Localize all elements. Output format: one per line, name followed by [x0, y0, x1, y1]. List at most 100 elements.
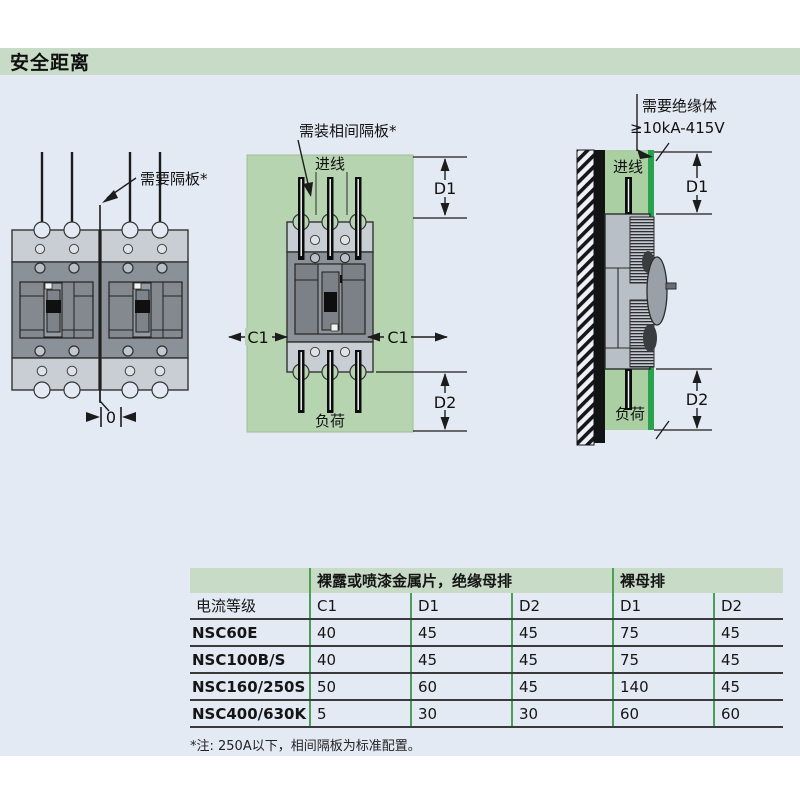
arrowhead-right — [275, 332, 288, 342]
line-side-busbars — [298, 177, 362, 260]
breaker-side-view — [604, 213, 677, 370]
breaker-front-left — [11, 221, 100, 399]
wall-hatch — [576, 149, 595, 446]
arrowhead-right — [86, 412, 100, 422]
arrowhead-left — [367, 332, 380, 342]
row-label: NSC60E — [190, 619, 310, 647]
zero-gap-dimension: 0 — [86, 390, 136, 427]
incoming-label: 进线 — [315, 155, 345, 173]
cell-value: 30 — [511, 700, 613, 728]
cell-value: 45 — [713, 619, 783, 647]
cell-value: 45 — [410, 619, 512, 647]
row-label: NSC400/630K — [190, 700, 310, 728]
separator-callout: 需要隔板* — [102, 170, 208, 203]
reference-lines — [654, 142, 712, 440]
toggle-handle — [135, 300, 150, 313]
incoming-label: 进线 — [613, 158, 643, 176]
group-header-bare: 裸母排 — [612, 568, 783, 593]
arrowhead-down — [692, 416, 702, 429]
load-side-busbars — [298, 350, 362, 413]
phase-barrier-label: 需装相间隔板* — [299, 122, 397, 140]
clearance-table: 裸露或喷漆金属片，绝缘母排 裸母排 电流等级 C1 D1 D2 D1 D2 NS… — [190, 568, 783, 728]
table-column-header-row: 电流等级 C1 D1 D2 D1 D2 — [190, 593, 783, 620]
arrowhead-right — [435, 332, 448, 342]
col-header-d2b: D2 — [713, 593, 783, 620]
d2-label: D2 — [686, 390, 709, 409]
cell-value: 60 — [713, 700, 783, 728]
arrowhead-down — [440, 203, 450, 216]
cell-value: 50 — [309, 673, 411, 701]
arrowhead-up — [440, 158, 450, 171]
cell-value: 45 — [511, 619, 613, 647]
d1-label: D1 — [686, 177, 709, 196]
dimension-d2: D2 — [683, 370, 711, 429]
dimension-d2: D2 — [431, 373, 459, 430]
arrowhead-down — [692, 200, 702, 213]
dimension-d1: D1 — [683, 153, 711, 213]
group-header-insulated: 裸露或喷漆金属片，绝缘母排 — [309, 568, 613, 593]
reference-lines — [376, 156, 467, 432]
load-label: 负荷 — [315, 412, 345, 430]
cell-value: 140 — [612, 673, 714, 701]
cell-value: 45 — [511, 673, 613, 701]
cell-value: 75 — [612, 646, 714, 674]
table-row: NSC400/630K 5 30 30 60 60 — [190, 700, 783, 728]
table-row: NSC160/250S 50 60 45 140 45 — [190, 673, 783, 701]
table-row: NSC100B/S 40 45 45 75 45 — [190, 646, 783, 674]
footnote: *注: 250A以下，相间隔板为标准配置。 — [190, 739, 421, 754]
table-group-header-row: 裸露或喷漆金属片，绝缘母排 裸母排 — [190, 568, 783, 593]
arrowhead-down — [440, 417, 450, 430]
dimension-c1-right: C1 — [367, 328, 448, 347]
row-label: NSC100B/S — [190, 646, 310, 674]
load-side-busbar — [625, 369, 632, 410]
cell-value: 30 — [410, 700, 512, 728]
page-title: 安全距离 — [10, 52, 91, 74]
arrowhead-left — [228, 332, 241, 342]
group-header-spacer — [190, 568, 310, 593]
col-header-rating: 电流等级 — [190, 593, 310, 620]
section-title-bar: 安全距离 — [0, 48, 800, 75]
cell-value: 5 — [309, 700, 411, 728]
col-header-d1a: D1 — [410, 593, 512, 620]
diagram-front-clearance: 需装相间隔板* 进线 负荷 D1 D2 — [228, 122, 467, 433]
col-header-d2a: D2 — [511, 593, 613, 620]
mounting-plate — [594, 150, 605, 443]
toggle-handle — [324, 292, 337, 312]
col-header-d1b: D1 — [612, 593, 714, 620]
leader-arrowhead — [102, 190, 118, 203]
toggle-handle — [46, 300, 61, 313]
cell-value: 40 — [309, 619, 411, 647]
separator-label: 需要隔板* — [140, 170, 208, 188]
arrowhead-up — [692, 153, 702, 166]
diagram-side-clearance: 进线 负荷 需要绝缘体 ≥10kA-415V — [576, 94, 725, 446]
col-header-c1: C1 — [309, 593, 411, 620]
cell-value: 45 — [410, 646, 512, 674]
phase-barrier-callout: 需装相间隔板* — [297, 122, 397, 215]
line-side-busbar — [625, 177, 632, 214]
cell-value: 45 — [511, 646, 613, 674]
arrowhead-left — [122, 412, 136, 422]
leader-arrowhead — [637, 149, 653, 159]
cell-value: 40 — [309, 646, 411, 674]
cell-value: 60 — [612, 700, 714, 728]
insulator-label-line1: 需要绝缘体 — [642, 97, 717, 115]
cell-value: 60 — [410, 673, 512, 701]
arrowhead-up — [440, 373, 450, 386]
leader-arrowhead — [303, 182, 313, 197]
toggle-side-profile — [646, 256, 668, 326]
cell-value: 45 — [713, 646, 783, 674]
zero-gap-value: 0 — [106, 408, 116, 427]
d1-label: D1 — [434, 179, 457, 198]
insulator-callout: 需要绝缘体 ≥10kA-415V — [630, 94, 725, 159]
row-label: NSC160/250S — [190, 673, 310, 701]
load-label: 负荷 — [615, 405, 645, 423]
cell-value: 45 — [713, 673, 783, 701]
dimension-d1: D1 — [431, 158, 459, 216]
c1-right-label: C1 — [387, 328, 408, 347]
d2-label: D2 — [434, 393, 457, 412]
safety-distance-diagrams: 需要隔板* 0 — [11, 94, 725, 446]
c1-left-label: C1 — [247, 328, 268, 347]
arrowhead-up — [692, 370, 702, 383]
diagram-adjacent-breakers: 需要隔板* 0 — [11, 152, 208, 427]
